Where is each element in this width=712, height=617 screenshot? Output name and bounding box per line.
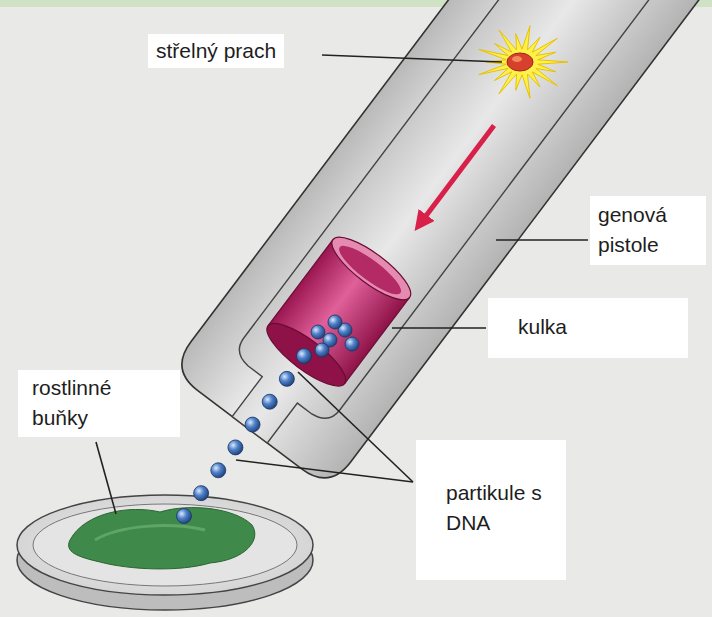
gene-gun xyxy=(170,0,712,490)
dna-particle xyxy=(245,417,260,432)
dna-particle xyxy=(345,337,359,351)
leader-line xyxy=(322,55,502,62)
label-box: rostlinné buňky xyxy=(18,370,180,437)
dna-particle xyxy=(228,440,243,455)
dna-particles xyxy=(177,315,360,524)
label-text: kulka xyxy=(518,312,676,342)
label-text: rostlinné buňky xyxy=(32,373,170,434)
label-text: střelný prach xyxy=(156,36,276,66)
leader-line xyxy=(96,442,116,514)
gunpowder-highlight xyxy=(512,56,522,62)
dna-particle xyxy=(328,315,342,329)
gunpowder xyxy=(507,53,533,71)
plant-cells xyxy=(69,508,255,569)
dna-particle xyxy=(262,394,277,409)
dna-particle xyxy=(315,343,329,357)
dna-particle xyxy=(297,349,312,364)
dna-particle xyxy=(211,463,226,478)
leader-line xyxy=(298,372,413,482)
dna-particle xyxy=(311,325,325,339)
petri-dish xyxy=(17,495,313,610)
bullet xyxy=(259,228,419,396)
label-box: genová pistole xyxy=(590,196,706,265)
dna-particle xyxy=(194,486,209,501)
leader-line xyxy=(496,239,588,241)
dna-particle xyxy=(279,371,294,386)
label-text: genová pistole xyxy=(598,200,698,261)
motion-arrow xyxy=(421,126,494,223)
label-box: střelný prach xyxy=(148,34,284,68)
label-box: kulka xyxy=(488,298,688,358)
label-text: partikule s DNA xyxy=(446,478,554,539)
dna-particle xyxy=(177,509,192,524)
leader-line xyxy=(392,327,486,329)
label-box: partikule s DNA xyxy=(416,440,566,580)
leader-line xyxy=(236,460,413,482)
